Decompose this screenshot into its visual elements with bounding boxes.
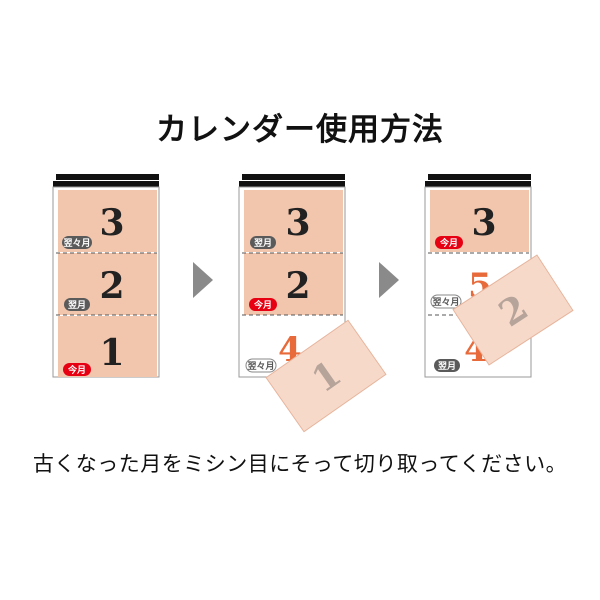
binder-strip (56, 174, 159, 180)
month-number: 3 (285, 202, 310, 244)
month-number: 2 (285, 265, 310, 307)
next-step-arrow-icon (193, 262, 213, 298)
torn-calendar-page: 1 (265, 319, 387, 433)
calendar-step-2: 3 翌月 2 今月 4 翌々月 1 (238, 174, 387, 433)
month-number: 3 (471, 202, 496, 244)
usage-instruction: 古くなった月をミシン目にそって切り取ってください。 (32, 452, 568, 476)
month-number: 1 (99, 332, 124, 374)
torn-page-sheet (452, 254, 574, 366)
month-badge-label: 今月 (67, 364, 86, 376)
month-badge-label: 翌々月 (63, 238, 90, 249)
binder-strip (425, 181, 531, 187)
month-number: 3 (99, 202, 124, 244)
month-badge (64, 298, 90, 311)
month-badge (434, 359, 460, 372)
month-badge (62, 236, 92, 249)
torn-calendar-page: 2 (452, 254, 574, 366)
month-badge-current (435, 236, 463, 249)
month-badge-label: 翌月 (254, 238, 272, 249)
calendar-step-1: 3 翌々月 2 翌月 1 今月 (52, 174, 160, 378)
month-number: 2 (99, 265, 124, 307)
binder-strip (239, 181, 345, 187)
month-badge-label: 今月 (439, 237, 458, 249)
month-badge-upcoming (245, 358, 277, 373)
month-badge-label: 翌々月 (247, 361, 274, 372)
month-badge-current (249, 298, 277, 311)
month-badge-label: 翌月 (438, 361, 456, 372)
month-badge-current (63, 363, 91, 376)
month-badge (250, 236, 276, 249)
page-title: カレンダー使用方法 (156, 112, 444, 148)
binder-strip (53, 181, 159, 187)
month-badge-label: 今月 (253, 299, 272, 311)
binder-strip (242, 174, 345, 180)
torn-page-sheet (265, 319, 387, 433)
binder-strip (428, 174, 531, 180)
month-badge-label: 翌月 (68, 300, 86, 311)
next-step-arrow-icon (379, 262, 399, 298)
month-badge-label: 翌々月 (432, 297, 459, 308)
month-badge-upcoming (430, 294, 462, 309)
calendar-step-3: 3 今月 5 翌々月 4 翌月 2 (424, 174, 574, 378)
